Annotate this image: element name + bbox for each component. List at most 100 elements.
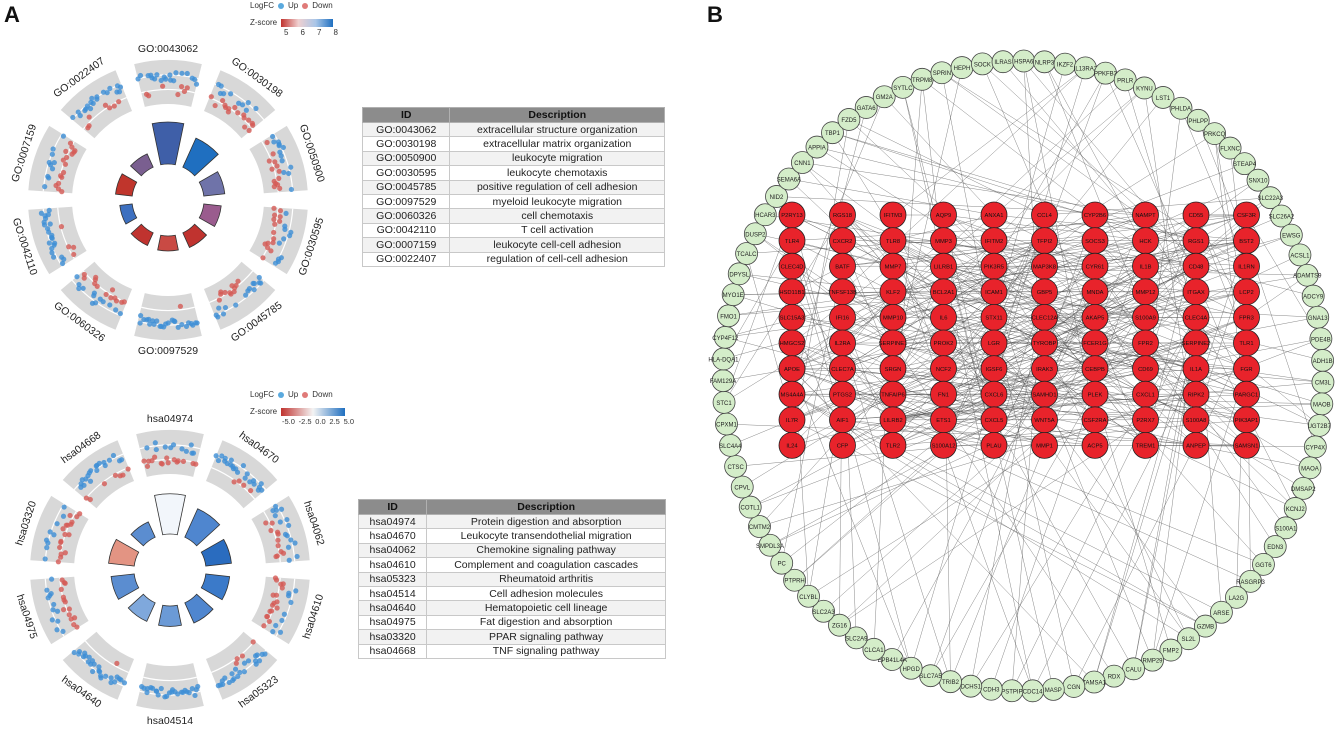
kegg-id-cell: hsa04514 — [357, 585, 428, 602]
up-gene-dot — [278, 506, 285, 512]
up-gene-dot — [278, 153, 284, 159]
up-gene-dot — [251, 481, 257, 487]
ring-node-label: SLC2A9 — [845, 636, 868, 642]
down-gene-dot — [272, 221, 278, 227]
down-gene-dot — [271, 205, 277, 211]
down-gene-dot — [71, 251, 77, 258]
up-dot-icon — [278, 2, 285, 9]
up-gene-dot — [110, 452, 117, 459]
ring-node-label: ILRAS — [994, 60, 1011, 66]
hub-node-label: NAMPT — [1135, 213, 1156, 219]
down-gene-dot — [60, 594, 67, 600]
down-gene-dot — [220, 97, 226, 104]
ring-node-label: GGT6 — [1255, 563, 1272, 569]
go-zscore-tick: 5 — [284, 28, 289, 37]
kegg-legend-zscore-label: Z-score — [250, 407, 278, 416]
hub-node-label: MMP10 — [883, 316, 903, 322]
up-gene-dot — [276, 143, 282, 149]
up-gene-dot — [107, 85, 113, 91]
kegg-term-bar — [154, 493, 186, 536]
up-gene-dot — [76, 648, 83, 655]
hub-node-label: PLAU — [986, 444, 1001, 450]
ring-node-label: TCALC — [737, 252, 757, 258]
ring-node — [1258, 186, 1282, 210]
kegg-description-cell: Rheumatoid arthritis — [426, 571, 666, 587]
ring-node-label: MAOA — [1301, 466, 1319, 472]
ring-node-label: SLC22A3 — [1257, 196, 1283, 202]
down-gene-dot — [229, 283, 235, 289]
ring-node — [872, 85, 896, 109]
down-gene-dot — [271, 212, 278, 218]
up-gene-dot — [250, 280, 256, 287]
up-gene-dot — [44, 587, 50, 593]
ring-node — [1151, 86, 1175, 109]
ring-node-label: IL13RA2 — [1074, 66, 1098, 72]
ring-node-label: SOCK — [974, 62, 991, 68]
network-edge — [930, 214, 1096, 676]
ring-node-label: MASP — [1045, 688, 1062, 694]
go-term-bar — [129, 153, 154, 177]
up-gene-dot — [80, 285, 86, 291]
hub-node-label: CD48 — [1189, 264, 1204, 270]
ring-node — [1113, 68, 1137, 92]
kegg-zscore-tick: -2.5 — [298, 417, 312, 426]
kegg-track — [136, 663, 204, 710]
hub-node-label: CLEC4D — [781, 264, 804, 270]
kegg-description-cell: PPAR signaling pathway — [426, 629, 666, 645]
up-gene-dot — [144, 445, 150, 451]
up-gene-dot — [232, 666, 239, 672]
up-gene-dot — [220, 311, 227, 317]
ring-node-label: CGN — [1067, 685, 1080, 691]
network-edge — [1044, 61, 1146, 318]
ring-node — [862, 637, 886, 661]
network-edge — [1011, 419, 1146, 691]
kegg-id-cell: hsa04062 — [357, 542, 428, 559]
down-gene-dot — [273, 577, 280, 583]
down-gene-dot — [62, 531, 68, 538]
network-edge — [943, 317, 995, 395]
hub-node-label: PTGS2 — [833, 392, 852, 398]
down-gene-dot — [64, 154, 70, 161]
ring-node-label: DPYSL — [729, 272, 749, 278]
hub-node-label: LCP2 — [1239, 290, 1254, 296]
go-term-label: GO:0043062 — [138, 43, 198, 55]
ring-node-label: RASGRP3 — [1236, 580, 1265, 586]
up-gene-dot — [192, 692, 198, 699]
up-gene-dot — [137, 72, 144, 79]
down-gene-dot — [111, 103, 117, 109]
up-gene-dot — [141, 316, 147, 323]
up-gene-dot — [94, 94, 100, 100]
ring-node-label: ADH1B — [1313, 359, 1333, 365]
go-description-cell: positive regulation of cell adhesion — [449, 179, 665, 195]
ring-node-label: HEPH — [954, 66, 971, 72]
down-gene-dot — [119, 299, 125, 305]
network-edge — [1094, 240, 1320, 426]
down-gene-dot — [181, 88, 188, 95]
hub-node — [1081, 431, 1109, 459]
up-gene-dot — [221, 91, 227, 97]
up-gene-dot — [241, 660, 248, 666]
go-term-bar — [115, 173, 138, 197]
up-gene-dot — [107, 302, 113, 308]
up-gene-dot — [54, 521, 60, 527]
up-gene-dot — [216, 305, 222, 311]
down-gene-dot — [58, 551, 64, 557]
kegg-description-cell: Complement and coagulation cascades — [426, 557, 666, 573]
ring-node-label: CYP4X — [1305, 445, 1325, 451]
up-gene-dot — [188, 442, 194, 448]
up-gene-dot — [241, 669, 248, 675]
up-gene-dot — [239, 102, 246, 108]
up-gene-dot — [281, 236, 287, 242]
hub-node-label: IFITM2 — [985, 239, 1003, 245]
network-edge — [816, 146, 1197, 241]
hub-node-label: SOCS3 — [1085, 239, 1105, 245]
down-gene-dot — [263, 520, 269, 526]
up-gene-dot — [280, 144, 286, 151]
down-gene-dot — [242, 124, 248, 130]
hub-node-label: CLEC12A — [1032, 316, 1058, 322]
hub-node-label: FGR — [1240, 367, 1252, 373]
up-gene-dot — [281, 611, 287, 617]
ring-node-label: NLRP3 — [1035, 60, 1055, 66]
kegg-table-description-header: Description — [426, 499, 666, 515]
